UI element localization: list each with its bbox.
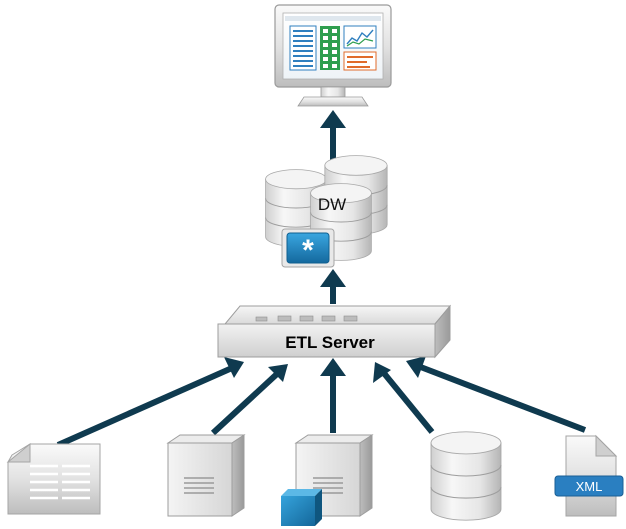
arrow-server-tower-to-etl [210,364,288,436]
arrow-etl-to-dw [320,269,346,304]
arrow-server-cube-to-etl [320,358,346,433]
database-icon [430,431,502,521]
asterisk-icon: * [281,228,335,268]
screen-list-panel [289,25,317,71]
server-with-cube-icon [281,434,374,526]
dashboard-monitor-icon [274,4,392,107]
rack-server-icon [217,304,452,359]
server-tower-icon [166,434,246,517]
data-warehouse-node: DW * [265,155,388,268]
dw-label: DW [318,195,346,214]
data-sources: XML [6,431,624,526]
connector-arrows [56,110,587,448]
xml-file-icon: XML [554,434,624,517]
screen-grid-panel [320,26,340,70]
arrow-flat-file-to-etl [56,357,244,448]
document-icon [6,442,101,515]
arrow-dw-to-monitor [320,110,346,160]
arrow-database-to-etl [373,362,435,434]
xml-label: XML [576,479,603,494]
screen-line-chart-panel [343,25,377,49]
screen-bar-panel [343,51,377,71]
arrow-xml-to-etl [406,356,587,433]
drive-bays [255,315,358,322]
etl-server-node: ETL Server [217,304,452,359]
etl-server-label: ETL Server [285,333,375,352]
cube-icon [281,489,322,526]
svg-text:*: * [302,234,314,267]
